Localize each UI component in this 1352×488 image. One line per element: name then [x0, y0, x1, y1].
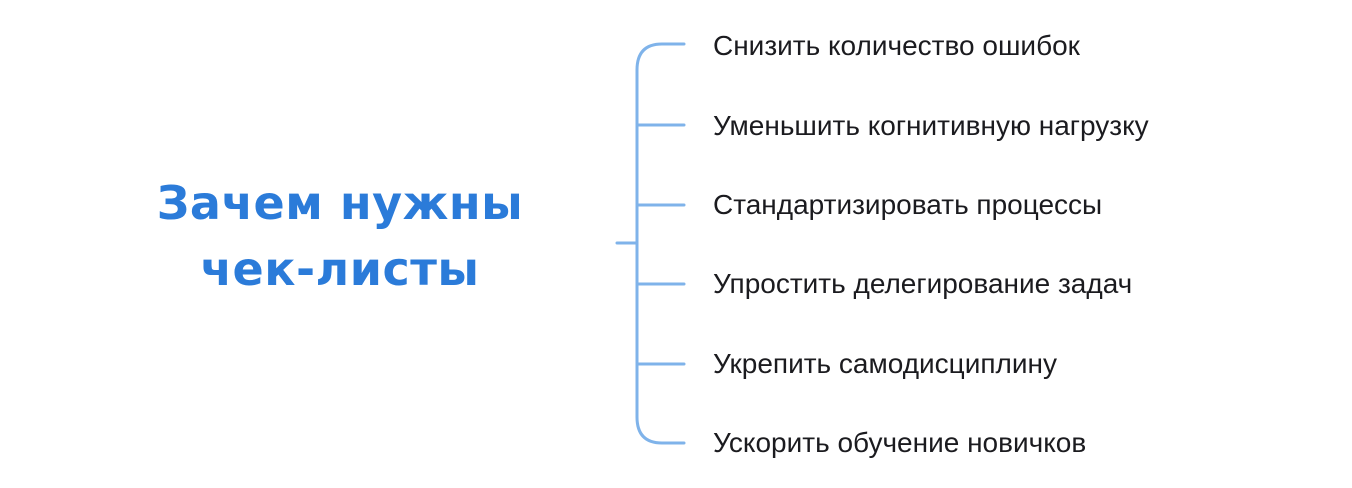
title-line-1: Зачем нужны [156, 176, 524, 230]
list-item-reduce-errors: Снизить количество ошибок [713, 30, 1080, 61]
list-item-standardize-processes: Стандартизировать процессы [713, 189, 1103, 220]
title-line-2: чек-листы [200, 242, 480, 296]
list-item-simplify-delegation: Упростить делегирование задач [713, 268, 1133, 299]
list-item-reduce-cognitive-load: Уменьшить когнитивную нагрузку [713, 110, 1149, 141]
list-item-speed-up-onboarding: Ускорить обучение новичков [713, 427, 1087, 458]
list-item-strengthen-self-discipline: Укрепить самодисциплину [713, 348, 1057, 379]
bracket-spine [635, 42, 686, 445]
diagram-title: Зачем нужны чек-листы [120, 170, 560, 302]
